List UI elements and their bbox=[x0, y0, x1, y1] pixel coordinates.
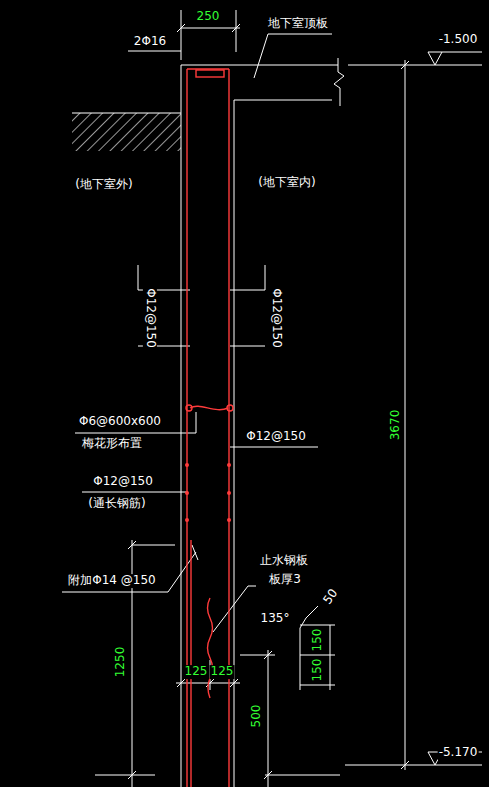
dimension-text: 125 bbox=[184, 665, 209, 679]
dimension-text: 500 bbox=[250, 704, 264, 729]
rebar-callout: 附加Φ14 @150 bbox=[67, 574, 156, 588]
dimension-text: 125 bbox=[210, 665, 235, 679]
zone-label: (地下室外) bbox=[74, 178, 133, 192]
rebar-callout: Φ12@150 bbox=[92, 475, 154, 489]
level-mark: -1.500 bbox=[438, 33, 479, 47]
dimension-text: 1250 bbox=[114, 646, 128, 679]
part-name: 地下室顶板 bbox=[267, 17, 329, 31]
dimension-text: 50 bbox=[320, 586, 341, 608]
dimension-text: 150 bbox=[311, 658, 325, 683]
dimension-text: 250 bbox=[196, 10, 221, 24]
rebar-callout: 2Φ16 bbox=[133, 35, 167, 49]
dimension-text: 150 bbox=[311, 628, 325, 653]
level-mark: -5.170 bbox=[438, 746, 479, 760]
note-text: 梅花形布置 bbox=[81, 437, 143, 451]
rebar-callout: Φ12@150 bbox=[245, 430, 307, 444]
part-name: 止水钢板 bbox=[259, 554, 309, 568]
rebar-callout: Φ6@600x600 bbox=[78, 415, 162, 429]
rebar-callout: Φ12@150 bbox=[269, 287, 283, 349]
zone-label: (地下室内) bbox=[257, 176, 316, 190]
rebar-callout: Φ12@150 bbox=[143, 287, 157, 349]
angle-text: 135° bbox=[260, 612, 291, 626]
dimension-text: 3670 bbox=[389, 409, 403, 442]
note-text: 板厚3 bbox=[268, 573, 302, 587]
note-text: (通长钢筋) bbox=[87, 497, 146, 511]
